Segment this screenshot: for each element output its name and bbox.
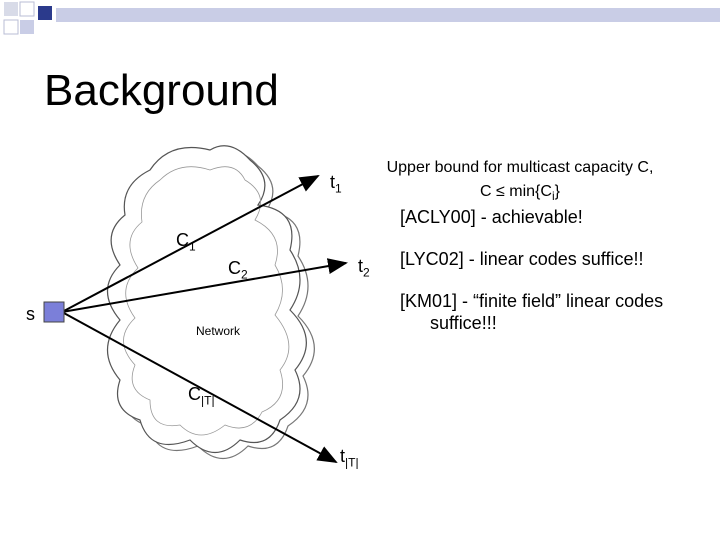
cut-label-c2-base: C <box>228 258 241 278</box>
cut-label-c2-sub: 2 <box>241 268 248 282</box>
sink-label-t1-sub: 1 <box>335 182 342 196</box>
references-list: [ACLY00] - achievable! [LYC02] - linear … <box>400 206 663 334</box>
upper-bound-line2: C ≤ min{Ci} <box>370 180 670 208</box>
cut-label-cT-base: C <box>188 384 201 404</box>
source-node <box>44 302 64 322</box>
upper-bound-note: Upper bound for multicast capacity C, C … <box>370 156 670 208</box>
cut-label-c1-base: C <box>176 230 189 250</box>
cut-label-c1: C1 <box>176 230 196 254</box>
network-label: Network <box>196 324 240 338</box>
sink-label-tT: t|T| <box>340 446 359 470</box>
cut-label-c2: C2 <box>228 258 248 282</box>
sink-label-t1: t1 <box>330 172 342 196</box>
sink-label-t2-sub: 2 <box>363 266 370 280</box>
cut-label-cT-sub: |T| <box>201 394 215 408</box>
ref-acly00: [ACLY00] - achievable! <box>400 206 663 228</box>
upper-bound-formula-b: } <box>555 183 560 200</box>
ref-km01: [KM01] - “finite field” linear codes <box>400 290 663 312</box>
cut-label-cT: C|T| <box>188 384 215 408</box>
source-label: s <box>26 304 35 325</box>
sink-label-tT-sub: |T| <box>345 456 359 470</box>
ref-lyc02: [LYC02] - linear codes suffice!! <box>400 248 663 270</box>
cut-label-c1-sub: 1 <box>189 240 196 254</box>
source-label-text: s <box>26 304 35 324</box>
upper-bound-formula-a: C ≤ min{C <box>480 183 552 200</box>
upper-bound-line1: Upper bound for multicast capacity C, <box>370 156 670 180</box>
sink-label-t2: t2 <box>358 256 370 280</box>
ref-km01-cont: suffice!!! <box>400 312 663 334</box>
